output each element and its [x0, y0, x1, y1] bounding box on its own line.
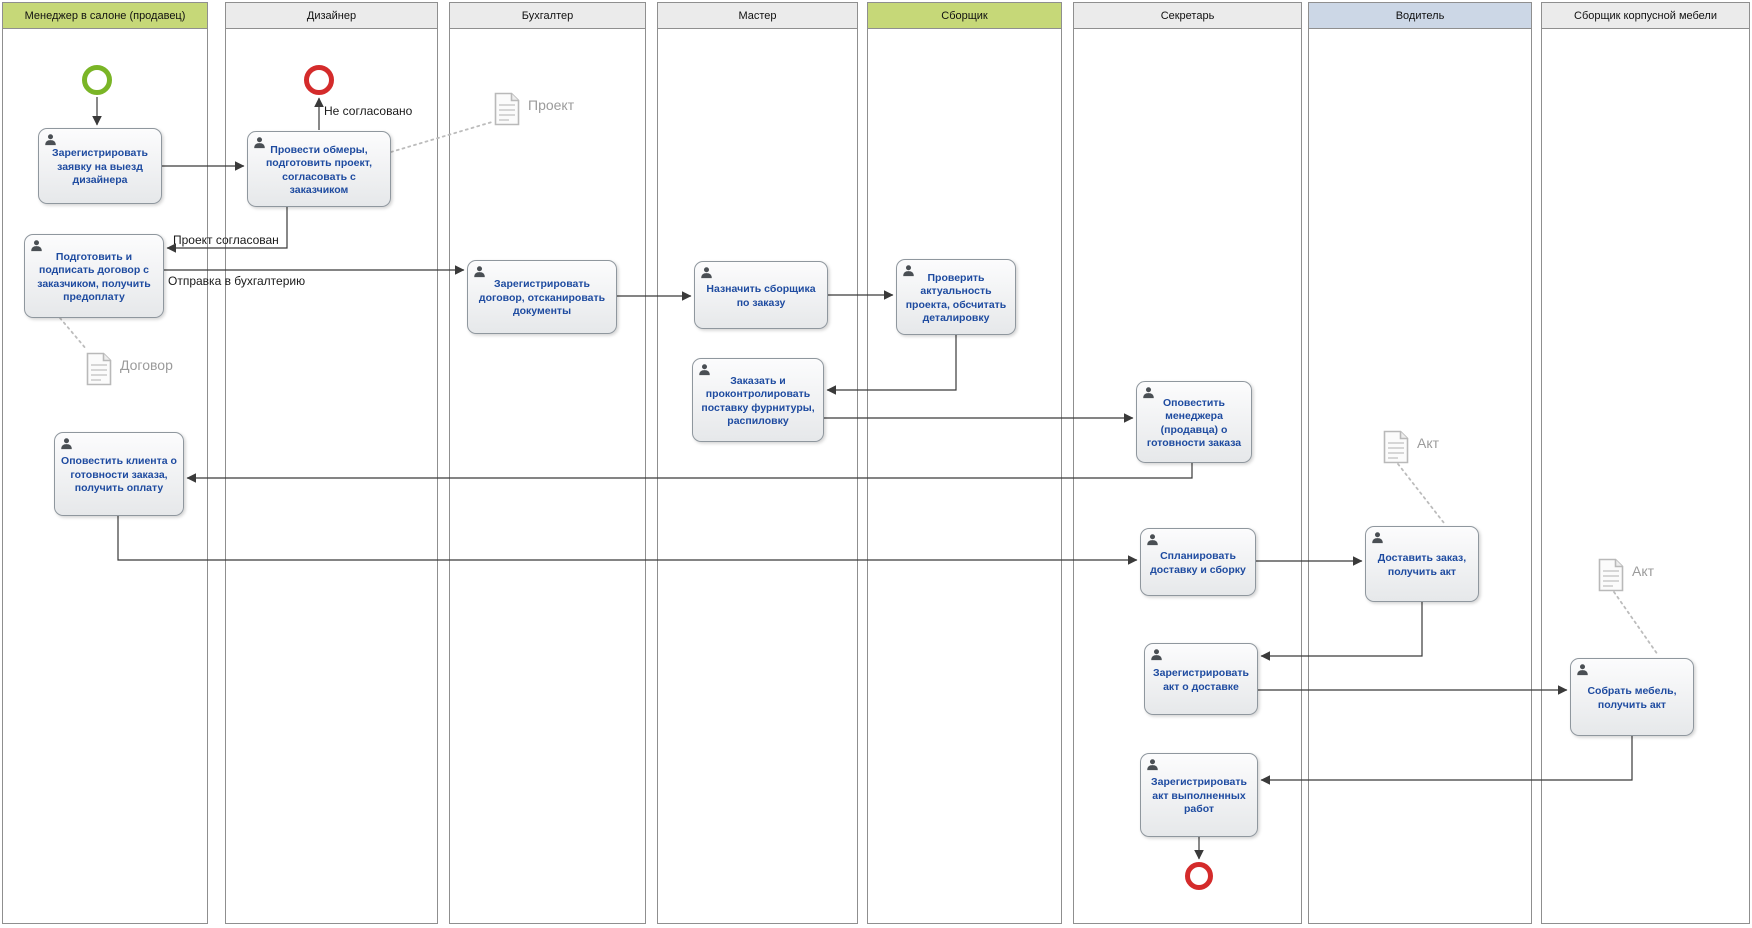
task-label: Оповестить менеджера (продавца) о готовн… — [1146, 396, 1242, 449]
lane-title: Менеджер в салоне (продавец) — [24, 9, 186, 22]
lane-header-manager: Менеджер в салоне (продавец) — [3, 3, 207, 29]
person-icon — [1371, 531, 1384, 544]
lane-header-driver: Водитель — [1309, 3, 1531, 29]
document-label: Акт — [1632, 563, 1655, 579]
lane-header-accountant: Бухгалтер — [450, 3, 645, 29]
task-notify-client[interactable]: Оповестить клиента о готовности заказа, … — [54, 432, 184, 516]
task-plan-delivery[interactable]: Спланировать доставку и сборку — [1140, 528, 1256, 596]
document-label: Проект — [528, 97, 575, 113]
task-label: Спланировать доставку и сборку — [1150, 550, 1246, 576]
lane-accountant: Бухгалтер — [449, 2, 646, 924]
task-label: Оповестить клиента о готовности заказа, … — [61, 455, 177, 495]
task-label: Зарегистрировать заявку на выезд дизайне… — [52, 147, 148, 187]
document-icon — [1383, 430, 1409, 464]
person-icon — [1150, 648, 1163, 661]
task-register-contract[interactable]: Зарегистрировать договор, отсканировать … — [467, 260, 617, 334]
task-label: Проверить актуальность проекта, обсчитат… — [905, 271, 1007, 324]
document-label: Договор — [120, 357, 173, 373]
document-icon — [1598, 558, 1624, 592]
task-label: Собрать мебель, получить акт — [1587, 685, 1677, 711]
task-register-delivery-act[interactable]: Зарегистрировать акт о доставке — [1144, 643, 1258, 715]
person-icon — [253, 136, 266, 149]
document-label: Акт — [1417, 435, 1440, 451]
start-event-start[interactable] — [82, 65, 112, 95]
end-event-end-finish[interactable] — [1185, 862, 1213, 890]
person-icon — [473, 265, 486, 278]
person-icon — [1142, 386, 1155, 399]
end-event-end-not-approved[interactable] — [304, 65, 334, 95]
lane-title: Секретарь — [1160, 9, 1215, 22]
person-icon — [1576, 663, 1589, 676]
document-contract[interactable]: Договор — [86, 352, 173, 386]
task-label: Заказать и проконтролировать поставку фу… — [701, 374, 815, 427]
document-icon — [86, 352, 112, 386]
person-icon — [1146, 758, 1159, 771]
task-notify-manager[interactable]: Оповестить менеджера (продавца) о готовн… — [1136, 381, 1252, 463]
person-icon — [30, 239, 43, 252]
task-take-measurements[interactable]: Провести обмеры, подготовить проект, сог… — [247, 131, 391, 207]
task-assign-assembler[interactable]: Назначить сборщика по заказу — [694, 261, 828, 329]
document-act-delivery[interactable]: Акт — [1383, 430, 1439, 464]
task-label: Зарегистрировать акт о доставке — [1153, 667, 1249, 693]
task-deliver-order[interactable]: Доставить заказ, получить акт — [1365, 526, 1479, 602]
person-icon — [698, 363, 711, 376]
lane-title: Водитель — [1395, 9, 1445, 22]
task-assemble-furniture[interactable]: Собрать мебель, получить акт — [1570, 658, 1694, 736]
person-icon — [700, 266, 713, 279]
lane-title: Мастер — [738, 9, 777, 22]
document-act-work[interactable]: Акт — [1598, 558, 1654, 592]
task-order-fittings[interactable]: Заказать и проконтролировать поставку фу… — [692, 358, 824, 442]
lane-title: Бухгалтер — [521, 9, 574, 22]
lane-assembler: Сборщик — [867, 2, 1062, 924]
document-project[interactable]: Проект — [494, 92, 574, 126]
task-label: Зарегистрировать договор, отсканировать … — [478, 278, 606, 318]
lane-header-designer: Дизайнер — [226, 3, 437, 29]
task-register-work-act[interactable]: Зарегистрировать акт выполненных работ — [1140, 753, 1258, 837]
lane-title: Дизайнер — [306, 9, 357, 22]
lane-cabinet-assembler: Сборщик корпусной мебели — [1541, 2, 1750, 924]
task-label: Назначить сборщика по заказу — [706, 283, 816, 309]
lane-header-master: Мастер — [658, 3, 857, 29]
task-register-request[interactable]: Зарегистрировать заявку на выезд дизайне… — [38, 128, 162, 204]
lane-header-secretary: Секретарь — [1074, 3, 1301, 29]
task-label: Зарегистрировать акт выполненных работ — [1151, 776, 1247, 816]
task-label: Подготовить и подписать договор с заказч… — [37, 250, 151, 303]
lane-header-assembler: Сборщик — [868, 3, 1061, 29]
person-icon — [60, 437, 73, 450]
lane-master: Мастер — [657, 2, 858, 924]
task-label: Доставить заказ, получить акт — [1377, 552, 1467, 578]
task-label: Провести обмеры, подготовить проект, сог… — [265, 143, 373, 196]
person-icon — [44, 133, 57, 146]
document-icon — [494, 92, 520, 126]
person-icon — [902, 264, 915, 277]
task-prepare-contract[interactable]: Подготовить и подписать договор с заказч… — [24, 234, 164, 318]
lane-header-cabinet-assembler: Сборщик корпусной мебели — [1542, 3, 1749, 29]
lane-title: Сборщик корпусной мебели — [1574, 9, 1717, 22]
task-check-project[interactable]: Проверить актуальность проекта, обсчитат… — [896, 259, 1016, 335]
lane-title: Сборщик — [941, 9, 988, 22]
person-icon — [1146, 533, 1159, 546]
